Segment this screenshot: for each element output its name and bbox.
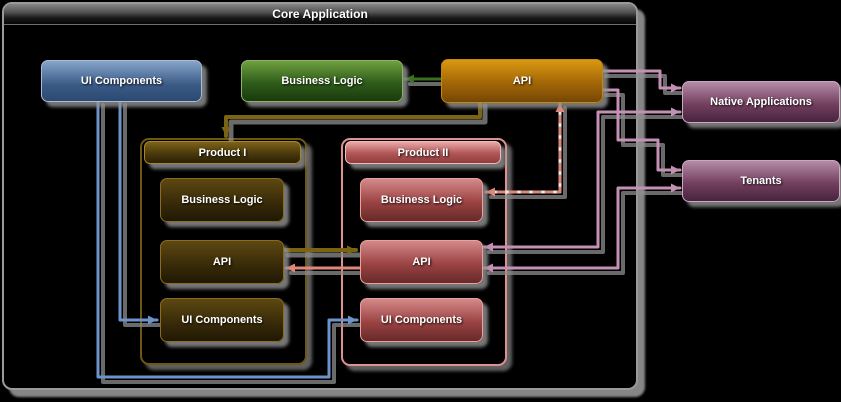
node-tenants: Tenants <box>682 160 840 202</box>
node-product2-api: API <box>360 240 483 284</box>
node-core-api: API <box>441 59 603 103</box>
node-core-ui-components: UI Components <box>41 60 202 102</box>
node-native-applications: Native Applications <box>682 81 840 123</box>
product2-header: Product II <box>345 141 501 164</box>
node-core-business-logic: Business Logic <box>241 60 403 102</box>
node-product1-api: API <box>160 240 284 284</box>
product1-header: Product I <box>144 141 301 164</box>
node-product1-business-logic: Business Logic <box>160 178 284 222</box>
node-product1-ui-components: UI Components <box>160 298 284 342</box>
node-product2-ui-components: UI Components <box>360 298 483 342</box>
core-application-title: Core Application <box>4 4 636 25</box>
node-product2-business-logic: Business Logic <box>360 178 483 222</box>
